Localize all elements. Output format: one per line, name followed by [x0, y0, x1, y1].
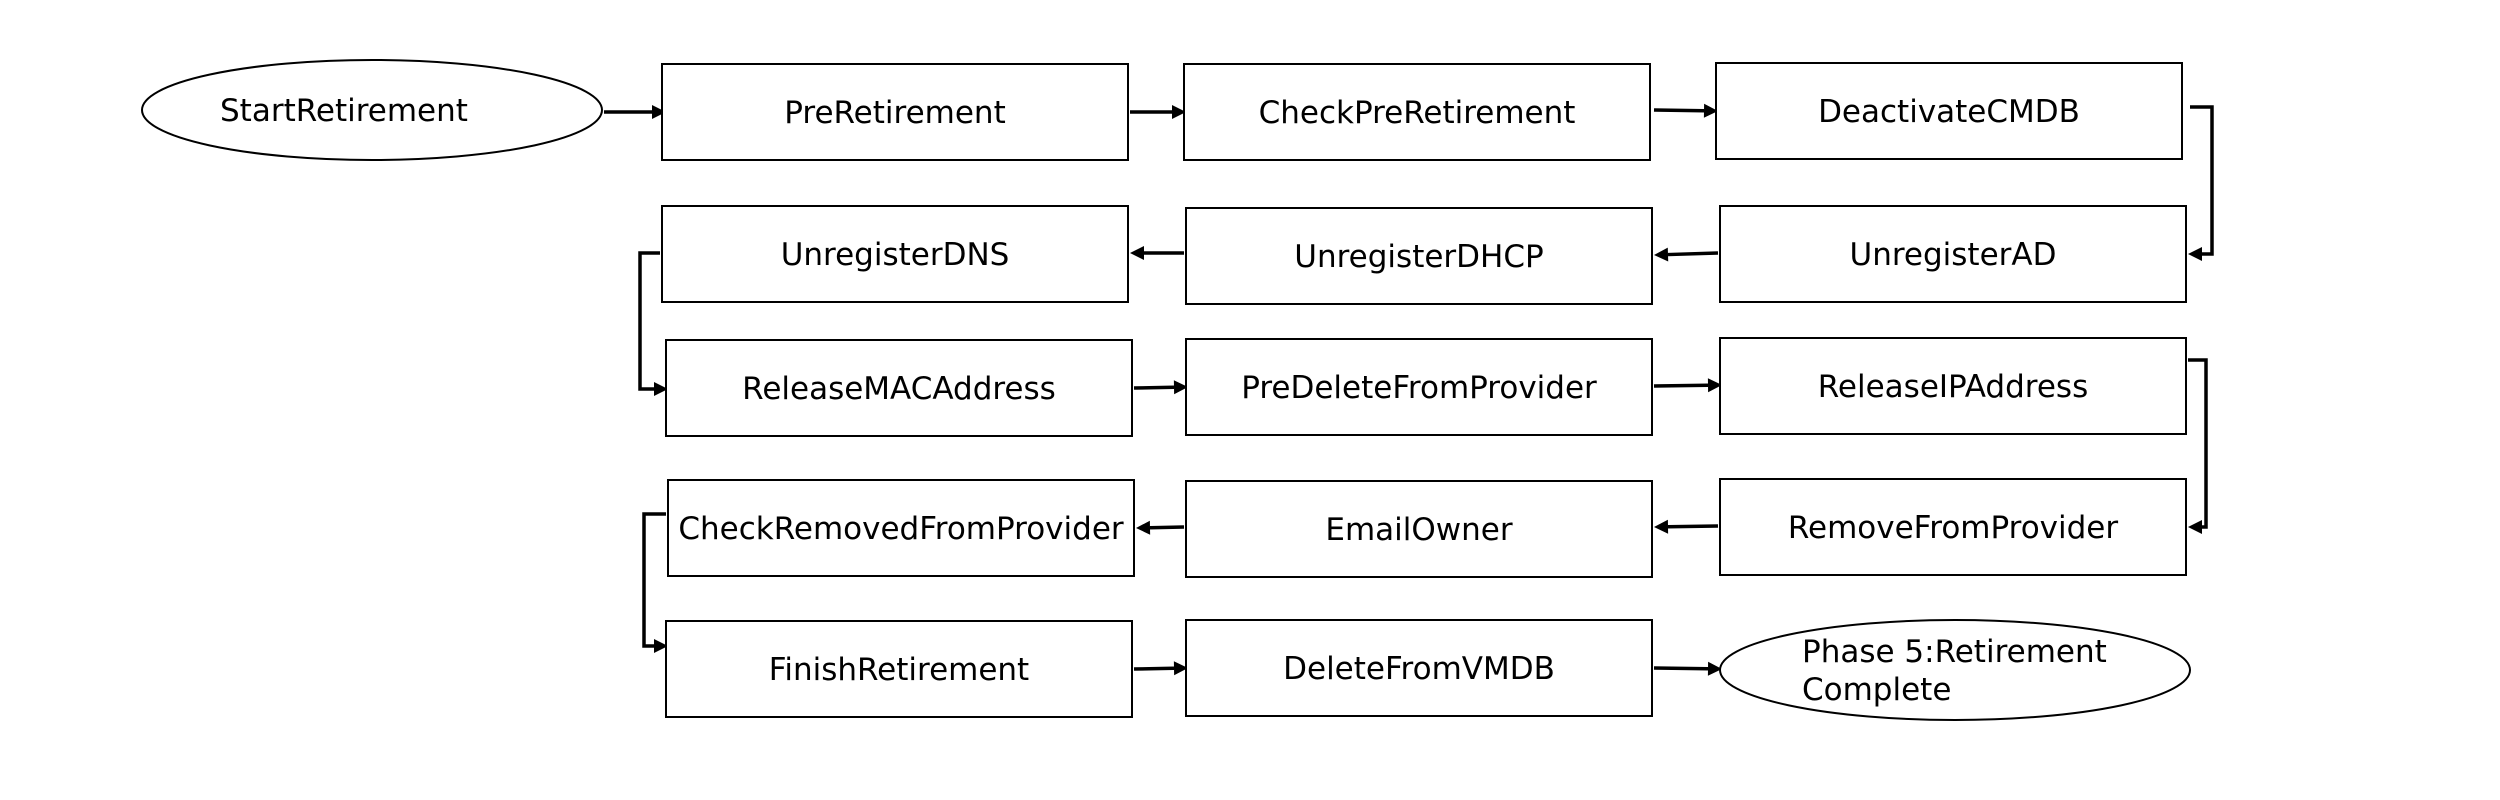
- node-emailowner: EmailOwner: [1185, 480, 1653, 578]
- node-emailowner-label: EmailOwner: [1325, 512, 1512, 548]
- node-unregad-shape: [1719, 205, 2187, 303]
- edge-line: [1653, 666, 1709, 671]
- node-preretire-label: PreRetirement: [784, 95, 1005, 131]
- node-unregdhcp-label: UnregisterDHCP: [1294, 239, 1543, 275]
- node-deactcmdb-label: DeactivateCMDB: [1818, 94, 2080, 130]
- arrowhead: [1707, 378, 1722, 393]
- node-relip: ReleaseIPAddress: [1719, 337, 2187, 435]
- edge-unregad-to-unregdhcp: [1654, 247, 1719, 262]
- edge-relmac-to-predelete: [1133, 380, 1188, 395]
- node-checkpre-label: CheckPreRetirement: [1259, 95, 1576, 131]
- edge-predelete-to-relip: [1653, 378, 1722, 393]
- edge-line: [1133, 666, 1175, 671]
- edge-line: [638, 251, 660, 391]
- node-complete-label-line: Complete: [1802, 672, 1951, 708]
- node-finish-label: FinishRetirement: [769, 652, 1029, 688]
- edge-start-to-preretire: [604, 105, 666, 119]
- arrowhead: [1703, 103, 1718, 118]
- arrowhead: [654, 639, 668, 653]
- node-checkremoved: CheckRemovedFromProvider: [667, 479, 1135, 577]
- arrowhead: [1130, 246, 1144, 260]
- node-predelete: PreDeleteFromProvider: [1185, 338, 1653, 436]
- node-unregdhcp-shape: [1185, 207, 1653, 305]
- node-complete-shape: [1719, 619, 2191, 721]
- node-preretire: PreRetirement: [661, 63, 1129, 161]
- edge-checkpre-to-deactcmdb: [1653, 103, 1718, 118]
- arrowhead: [652, 105, 666, 119]
- node-unregdhcp: UnregisterDHCP: [1185, 207, 1653, 305]
- edge-deactcmdb-to-unregad: [2188, 105, 2214, 261]
- node-removeprov-shape: [1719, 478, 2187, 576]
- arrowhead: [2188, 247, 2202, 261]
- node-emailowner-shape: [1185, 480, 1653, 578]
- edge-unregdns-to-relmac: [638, 251, 668, 396]
- edge-delvmdb-to-complete: [1653, 661, 1722, 676]
- edge-finish-to-delvmdb: [1133, 661, 1188, 676]
- edge-checkremoved-to-finish: [642, 512, 668, 653]
- arrowhead: [1654, 247, 1669, 262]
- edge-line: [1653, 383, 1709, 388]
- edge-line: [1653, 108, 1705, 113]
- edge-line: [1133, 385, 1175, 390]
- arrowhead: [1173, 661, 1188, 676]
- node-predelete-shape: [1185, 338, 1653, 436]
- arrowhead: [1136, 520, 1151, 535]
- arrowhead: [1173, 380, 1188, 395]
- edge-line: [1667, 251, 1719, 257]
- node-delvmdb: DeleteFromVMDB: [1185, 619, 1653, 717]
- node-relip-label: ReleaseIPAddress: [1818, 369, 2088, 405]
- arrowhead: [1707, 661, 1722, 676]
- node-preretire-shape: [661, 63, 1129, 161]
- node-start-label: StartRetirement: [220, 93, 468, 129]
- edge-preretire-to-checkpre: [1130, 105, 1186, 119]
- node-finish: FinishRetirement: [665, 620, 1133, 718]
- node-unregdns-label: UnregisterDNS: [781, 237, 1010, 273]
- node-unregdns: UnregisterDNS: [661, 205, 1129, 303]
- node-start-shape: [141, 59, 603, 161]
- edge-unregdhcp-to-unregdns: [1130, 246, 1184, 260]
- edge-line: [642, 512, 666, 648]
- edge-removeprov-to-emailowner: [1654, 519, 1719, 534]
- edge-relip-to-removeprov: [2188, 358, 2208, 534]
- node-complete-label-line: Phase 5:Retirement: [1802, 634, 2107, 670]
- node-removeprov: RemoveFromProvider: [1719, 478, 2187, 576]
- arrowhead: [2188, 520, 2202, 534]
- node-delvmdb-shape: [1185, 619, 1653, 717]
- arrowhead: [1172, 105, 1186, 119]
- edges-layer: [604, 103, 2214, 676]
- node-unregad: UnregisterAD: [1719, 205, 2187, 303]
- node-unregdns-shape: [661, 205, 1129, 303]
- node-checkpre-shape: [1183, 63, 1651, 161]
- node-removeprov-label: RemoveFromProvider: [1788, 510, 2118, 546]
- node-deactcmdb: DeactivateCMDB: [1715, 62, 2183, 160]
- node-relmac-shape: [665, 339, 1133, 437]
- arrowhead: [654, 382, 668, 396]
- node-checkremoved-shape: [667, 479, 1135, 577]
- edge-line: [1149, 525, 1185, 530]
- node-start: StartRetirement: [141, 59, 603, 161]
- node-relmac: ReleaseMACAddress: [665, 339, 1133, 437]
- node-relmac-label: ReleaseMACAddress: [742, 371, 1056, 407]
- node-unregad-label: UnregisterAD: [1850, 237, 2057, 273]
- node-finish-shape: [665, 620, 1133, 718]
- arrowhead: [1654, 519, 1669, 534]
- edge-line: [2188, 358, 2208, 529]
- edge-line: [1667, 524, 1719, 529]
- node-deactcmdb-shape: [1715, 62, 2183, 160]
- edge-line: [2190, 105, 2214, 256]
- edge-emailowner-to-checkremoved: [1136, 520, 1185, 535]
- node-delvmdb-label: DeleteFromVMDB: [1283, 651, 1555, 687]
- node-checkpre: CheckPreRetirement: [1183, 63, 1651, 161]
- nodes-layer: StartRetirement PreRetirement CheckPreReti…: [141, 59, 2191, 721]
- node-checkremoved-label: CheckRemovedFromProvider: [678, 511, 1124, 547]
- node-predelete-label: PreDeleteFromProvider: [1241, 370, 1597, 406]
- node-relip-shape: [1719, 337, 2187, 435]
